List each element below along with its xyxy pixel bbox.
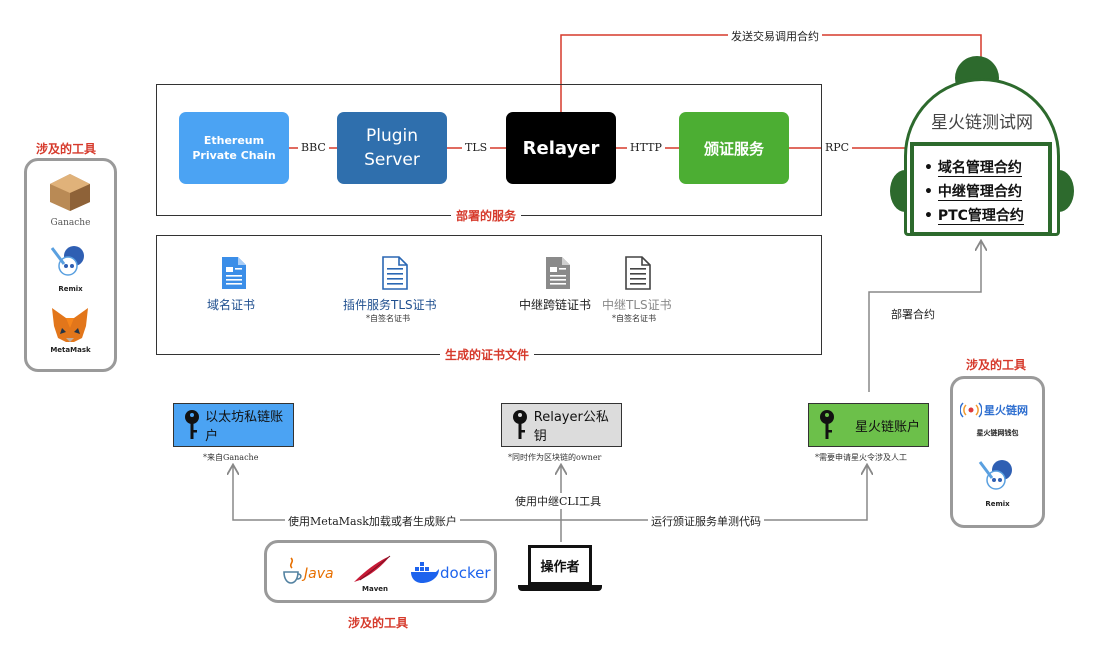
tool-maven-label: Maven [362,585,388,593]
run-tests-label: 运行颁证服务单测代码 [648,513,764,529]
bif-account-label: 星火链账户 [855,419,921,435]
plugin-server-node: Plugin Server [337,112,447,184]
maven-feather-icon [354,555,391,582]
signal-icon [960,402,982,418]
java-cup-icon [283,557,302,584]
bif-logo: 星火链网 [960,402,1040,418]
eth-account-box: 以太坊私链账户 [173,403,294,447]
use-metamask-label: 使用MetaMask加载或者生成账户 [285,513,460,529]
tools-right-box [950,376,1045,528]
eth-account-label: 以太坊私链账户 [205,410,284,444]
relayer-key-note: *同时作为区块链的owner [508,453,602,462]
eth-account-note: *来自Ganache [203,453,259,462]
tool-remix-left-label: Remix [58,285,83,293]
edge-rpc-label: RPC [822,141,853,154]
relayer-node: Relayer [506,112,616,184]
tool-remix-right-label: Remix [985,500,1010,508]
testnet-title: 星火链测试网 [931,113,1033,133]
edge-deploy-line [868,242,981,392]
relayer-key-box: Relayer公私钥 [501,403,622,447]
laptop-base-icon [518,585,602,591]
cert-files-frame [156,235,822,355]
contract-item-ptc: • PTC管理合约 [924,208,1024,225]
tool-java-label: Java [304,566,334,582]
tools-right-title: 涉及的工具 [966,358,1027,372]
tools-left-title: 涉及的工具 [36,142,97,156]
relay-tls-cert-label: 中继TLS证书 [602,298,672,312]
use-cli-label: 使用中继CLI工具 [512,493,605,509]
docker-whale-icon [411,562,439,583]
bif-account-note: *需要申请星火令涉及人工 [815,453,907,462]
remix-icon [978,460,1012,490]
relay-cross-cert-file-icon [546,257,570,289]
operator-laptop-screen: 操作者 [528,545,592,585]
edge-tls-label: TLS [462,141,491,154]
ethereum-private-chain-node: Ethereum Private Chain [179,112,289,184]
contract-item-domain: • 域名管理合约 [924,160,1022,177]
key-icon [513,410,527,439]
tool-docker-label: docker [440,564,491,582]
tools-bottom-box [264,540,497,603]
deployed-services-title: 部署的服务 [451,207,522,224]
remix-icon [50,246,84,276]
relayer-key-label: Relayer公私钥 [533,410,609,444]
edge-send-tx-label: 发送交易调用合约 [728,28,822,44]
bif-account-box: 星火链账户 [808,403,929,447]
cert-service-node: 颁证服务 [679,112,789,184]
ganache-icon [50,174,90,211]
tool-metamask-label: MetaMask [50,346,91,354]
domain-cert-file-icon [222,257,246,289]
relay-cross-cert-label: 中继跨链证书 [519,298,592,312]
cert-files-title: 生成的证书文件 [440,346,535,363]
metamask-fox-icon [52,308,88,342]
relay-tls-cert-note: *自签名证书 [612,314,656,323]
plugin-tls-cert-note: *自签名证书 [366,314,410,323]
deploy-contract-label: 部署合约 [888,306,938,322]
key-icon [820,410,834,439]
tool-ganache-label: Ganache [50,218,91,228]
tools-bottom-title: 涉及的工具 [348,616,409,630]
domain-cert-label: 域名证书 [207,298,256,312]
tool-bif-label: 星火链网 [984,404,1028,417]
edge-tests-line [561,466,867,521]
relay-tls-cert-file-icon [625,256,651,290]
contract-item-relay: • 中继管理合约 [924,184,1022,201]
plugin-tls-cert-file-icon [382,256,408,290]
edge-http-label: HTTP [627,141,665,154]
plugin-tls-cert-label: 插件服务TLS证书 [343,298,437,312]
key-icon [185,410,199,439]
edge-bbc-label: BBC [298,141,329,154]
tool-bif-wallet-label: 星火链网钱包 [976,429,1019,437]
testnet-contracts-box: • 域名管理合约 • 中继管理合约 • PTC管理合约 [910,142,1052,236]
